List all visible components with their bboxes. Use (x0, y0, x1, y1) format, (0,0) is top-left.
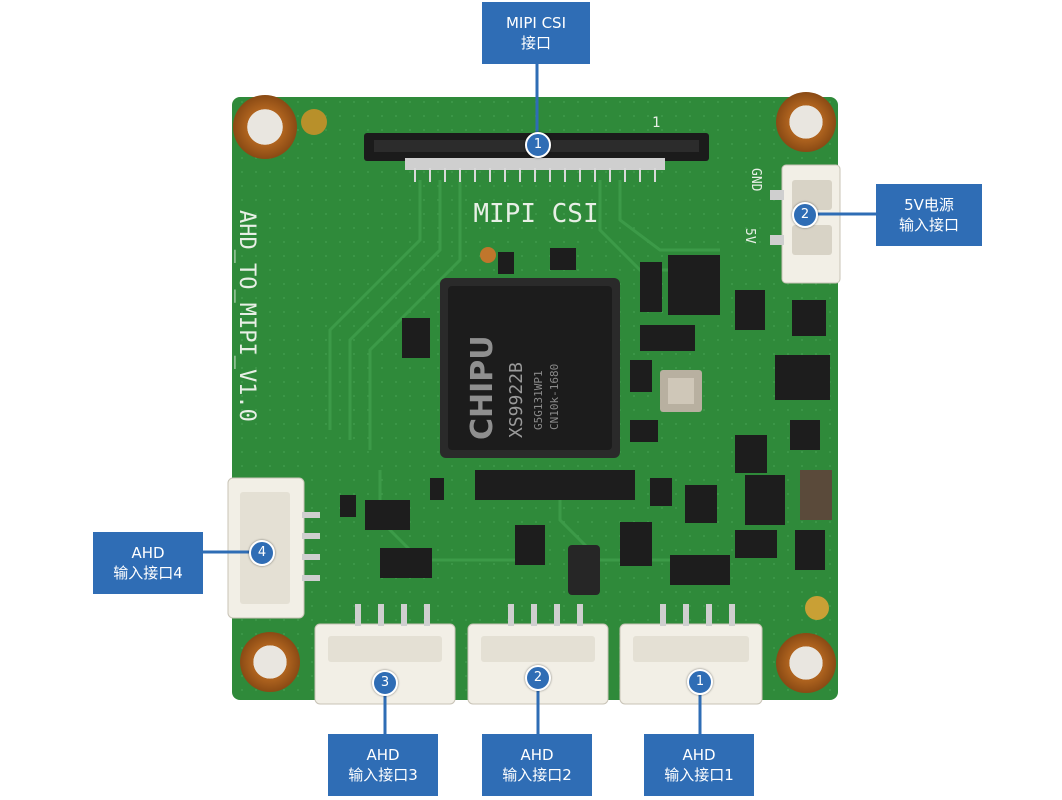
marker-ahd4: 4 (249, 540, 275, 566)
callout-ahd-1: AHD 输入接口1 (644, 734, 754, 796)
callout-ahd1-line2: 输入接口1 (664, 766, 734, 784)
callout-ahd-4: AHD 输入接口4 (93, 532, 203, 594)
marker-ahd2: 2 (525, 665, 551, 691)
mounting-hole-top-left (233, 95, 297, 159)
mounting-hole-bottom-left (240, 632, 300, 692)
callout-power-line2: 输入接口 (898, 216, 959, 234)
silkscreen-pin-one: 1 (652, 115, 660, 131)
marker-ahd1: 1 (687, 669, 713, 695)
callout-ahd3-line2: 输入接口3 (348, 766, 418, 784)
via-pad (480, 247, 496, 263)
callout-ahd2-line1: AHD (520, 746, 554, 764)
callout-ahd-2: AHD 输入接口2 (482, 734, 592, 796)
mounting-hole-bottom-right (776, 633, 836, 693)
silkscreen-board-title: AHD_TO_MIPI_V1.0 (234, 210, 259, 422)
smd-components (340, 248, 832, 595)
marker-mipi: 1 (525, 132, 551, 158)
callout-5v-power: 5V电源 输入接口 (876, 184, 982, 246)
via-pad (805, 596, 829, 620)
marker-ahd3: 3 (372, 670, 398, 696)
callout-ahd-3: AHD 输入接口3 (328, 734, 438, 796)
callout-ahd1-line1: AHD (682, 746, 716, 764)
silkscreen-mipi-label: MIPI CSI (473, 199, 598, 229)
silkscreen-5v: 5V (742, 228, 757, 244)
ahd-connector-2 (467, 604, 609, 705)
ahd-connector-1 (619, 604, 763, 705)
chip-marking-line2: G5G131WP1 (532, 370, 545, 430)
chip-part-number: XS9922B (506, 362, 527, 438)
callout-leader-lines (203, 64, 878, 736)
chip-logo: CHIPU (465, 335, 500, 440)
chip-marking-line3: CN10k-1680 (548, 364, 561, 430)
callout-ahd4-line2: 输入接口4 (113, 564, 183, 582)
silkscreen-gnd: GND (748, 168, 763, 192)
mounting-hole-top-right (776, 92, 836, 152)
callout-mipi-csi: MIPI CSI 接口 (482, 2, 590, 64)
callout-mipi-line2: 接口 (520, 34, 551, 52)
crystal-top (668, 378, 694, 404)
marker-power: 2 (792, 202, 818, 228)
callout-mipi-line1: MIPI CSI (505, 14, 567, 32)
ahd-connector-3 (314, 604, 456, 705)
via-pad (301, 109, 327, 135)
mipi-connector (364, 133, 709, 182)
callout-ahd3-line1: AHD (366, 746, 400, 764)
callout-ahd4-line1: AHD (131, 544, 165, 562)
callout-power-line1: 5V电源 (904, 196, 954, 214)
main-chip: CHIPU XS9922B G5G131WP1 CN10k-1680 (440, 278, 620, 458)
callout-ahd2-line2: 输入接口2 (502, 766, 572, 784)
